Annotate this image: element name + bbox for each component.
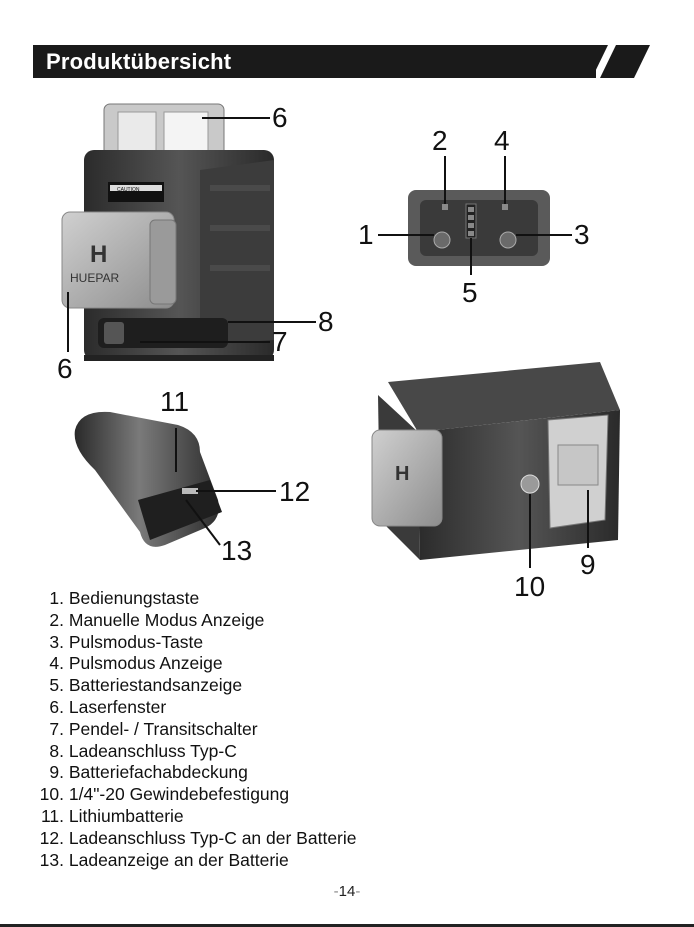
callout-2: 2 (432, 125, 448, 156)
callout-6-top: 6 (272, 102, 288, 133)
callout-10: 10 (514, 571, 546, 602)
parts-list: 1. Bedienungstaste 2. Manuelle Modus Anz… (30, 588, 357, 871)
callout-4: 4 (494, 125, 510, 156)
list-item: 5. Batteriestandsanzeige (49, 675, 243, 696)
list-item: 11. Lithiumbatterie (40, 805, 184, 826)
battery-illustration (74, 411, 276, 547)
list-item: 9. Batteriefachabdeckung (49, 762, 248, 783)
header-stripes (540, 45, 650, 78)
svg-text:H: H (90, 241, 107, 268)
list-item: 3. Pulsmodus-Taste (49, 631, 204, 652)
laser-level-front-view: CAUTION H HUEPAR (61, 103, 316, 361)
list-item: 1. Bedienungstaste (49, 588, 200, 608)
list-item: 8. Ladeanschluss Typ-C (49, 740, 237, 761)
list-item: 4. Pulsmodus Anzeige (49, 653, 223, 674)
page-title: Produktübersicht (46, 49, 232, 74)
callout-6-bottom: 6 (57, 353, 73, 384)
control-panel (378, 156, 572, 275)
list-item: 6. Laserfenster (49, 696, 167, 717)
svg-text:H: H (395, 463, 409, 485)
list-item: 12. Ladeanschluss Typ-C an der Batterie (39, 827, 357, 848)
list-item: 7. Pendel- / Transitschalter (49, 718, 258, 739)
callout-3: 3 (574, 219, 590, 250)
callout-1: 1 (358, 219, 374, 250)
callout-12: 12 (279, 476, 311, 507)
callout-13: 13 (221, 535, 253, 566)
list-item: 13. Ladeanzeige an der Batterie (39, 849, 289, 870)
callout-9: 9 (580, 549, 596, 580)
list-item: 2. Manuelle Modus Anzeige (49, 609, 265, 630)
product-illustrations: CAUTION H HUEPAR (61, 103, 620, 568)
brand-logo: HUEPAR (70, 271, 119, 285)
footer-rule (0, 924, 694, 927)
warning-label: CAUTION (117, 187, 140, 193)
callout-11: 11 (160, 386, 190, 417)
callout-8: 8 (318, 306, 334, 337)
callout-5: 5 (462, 277, 478, 308)
laser-level-rear-view: H (371, 362, 620, 568)
callout-7: 7 (272, 326, 288, 357)
header-bar (33, 45, 596, 78)
list-item: 10. 1/4"-20 Gewindebefestigung (39, 784, 290, 805)
page-number: -14- (333, 883, 361, 900)
